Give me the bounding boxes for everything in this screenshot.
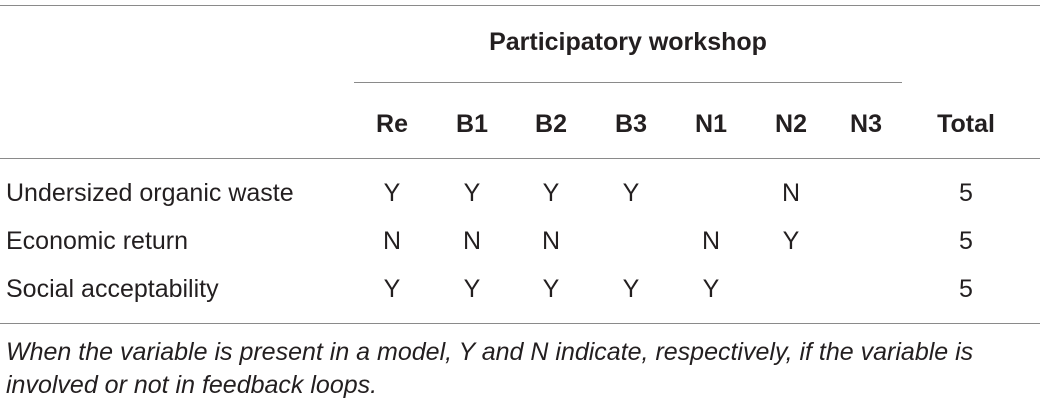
- table-footnote: When the variable is present in a model,…: [6, 338, 974, 399]
- table-cell-total: 5: [959, 227, 973, 255]
- table-cell: Y: [383, 179, 401, 207]
- table-cell: Y: [383, 275, 401, 303]
- table-cell-total: 5: [959, 275, 973, 303]
- table-row-label: Undersized organic waste: [6, 179, 294, 207]
- column-header-b1: B1: [456, 110, 488, 138]
- group-header: Participatory workshop: [489, 28, 767, 56]
- column-header-re: Re: [376, 110, 408, 138]
- table-cell: N: [462, 227, 482, 255]
- table-top-rule: [0, 5, 1040, 6]
- table-cell: Y: [702, 275, 720, 303]
- table-cell: Y: [542, 179, 560, 207]
- column-header-b2: B2: [535, 110, 567, 138]
- table-cell: N: [781, 179, 801, 207]
- header-rule: [0, 158, 1040, 159]
- table-cell: N: [382, 227, 402, 255]
- table-cell: N: [701, 227, 721, 255]
- column-header-n1: N1: [695, 110, 727, 138]
- group-header-rule: [354, 82, 902, 83]
- column-header-b3: B3: [615, 110, 647, 138]
- table-row-label: Economic return: [6, 227, 189, 255]
- column-header-n3: N3: [850, 110, 882, 138]
- table-cell-total: 5: [959, 179, 973, 207]
- table-cell: N: [541, 227, 561, 255]
- column-header-total: Total: [937, 110, 995, 138]
- table-cell: Y: [622, 179, 640, 207]
- table-cell: Y: [463, 179, 481, 207]
- table-cell: Y: [463, 275, 481, 303]
- table-bottom-rule: [0, 323, 1040, 324]
- table-cell: Y: [542, 275, 560, 303]
- column-header-n2: N2: [775, 110, 807, 138]
- table-cell: Y: [622, 275, 640, 303]
- table-row-label: Social acceptability: [6, 275, 219, 303]
- table-cell: Y: [782, 227, 800, 255]
